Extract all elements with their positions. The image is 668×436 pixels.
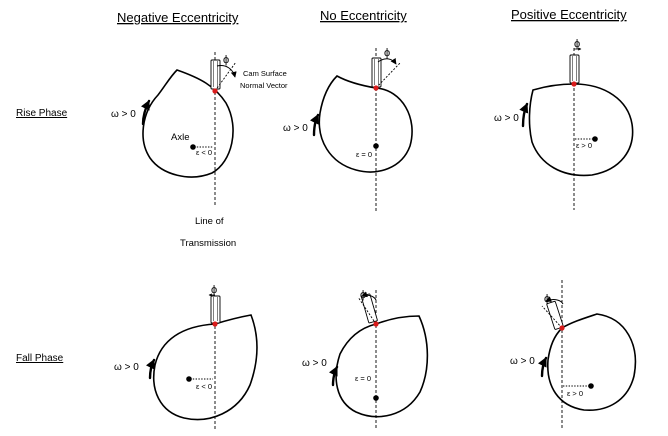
contact-point [559,325,565,331]
follower [210,59,221,90]
contact-point [212,321,218,327]
header-positive-eccentricity: Positive Eccentricity [511,7,627,22]
rotation-arrow [328,365,339,387]
contact-point [212,88,218,94]
cam-profile [528,83,634,177]
cam-surface-label: Cam Surface [243,69,287,78]
rotation-arrow [309,113,320,137]
cam-profile [142,69,234,178]
phi-arc-arrow [216,65,237,78]
eccentricity-label: ε < 0 [196,382,212,391]
row-label-fall-phase: Fall Phase [16,353,64,364]
axle-label: Axle [171,132,189,143]
fall-negative-diagram: ϕ ε < 0 ω > 0 [114,284,258,430]
axle-dot [588,383,594,389]
phi-label: ϕ [384,47,390,59]
fall-none-diagram: ϕ ε = 0 ω > 0 [302,289,429,430]
phi-label: ϕ [544,293,550,305]
phi-label: ϕ [211,284,217,296]
cam-profile [335,315,429,418]
omega-label: ω > 0 [302,358,327,369]
contact-point [373,85,379,91]
omega-label: ω > 0 [510,356,535,367]
normal-vector-label: Normal Vector [240,81,288,90]
header-no-eccentricity: No Eccentricity [320,8,407,23]
axle-dot [373,395,379,401]
phi-arc-arrow [545,296,564,305]
eccentricity-label: ε = 0 [355,374,371,383]
rotation-arrow [145,358,156,380]
follower [210,295,221,324]
contact-point [373,321,379,327]
follower [371,57,382,88]
rotation-arrow [519,102,529,128]
phi-label: ϕ [574,38,580,50]
normal-vector [357,296,377,325]
normal-vector [541,305,563,329]
follower [546,300,564,330]
omega-label: ω > 0 [111,109,136,120]
axle-dot [190,144,196,150]
normal-vector [214,61,237,92]
fall-positive-diagram: ϕ ε > 0 ω > 0 [510,280,637,430]
axle-dot [373,143,379,149]
cam-profile [153,314,258,421]
rise-positive-diagram: ϕ ε > 0 ω > 0 [494,38,634,210]
line-of-label: Line of [195,216,224,227]
eccentricity-label: ε < 0 [196,148,212,157]
phi-label: ϕ [223,54,229,66]
rise-none-diagram: ϕ ε = 0 ω > 0 [283,47,413,212]
axle-dot [592,136,598,142]
omega-label: ω > 0 [494,113,519,124]
phi-label: ϕ [360,289,366,301]
eccentricity-label: ε > 0 [567,389,583,398]
normal-vector [375,62,401,89]
row-label-rise-phase: Rise Phase [16,108,68,119]
contact-point [571,81,577,87]
transmission-label: Transmission [180,238,236,249]
eccentricity-label: ε > 0 [576,141,592,150]
eccentricity-label: ε = 0 [356,150,372,159]
rise-negative-diagram: ϕ ε < 0 Axle Cam Surface Normal Vector L… [111,52,288,249]
omega-label: ω > 0 [114,362,139,373]
rotation-arrow [537,356,548,378]
axle-dot [186,376,192,382]
omega-label: ω > 0 [283,123,308,134]
cam-profile [547,313,637,411]
follower [569,54,580,84]
phi-arc-arrow [377,57,397,65]
rotation-arrow [140,99,151,126]
header-negative-eccentricity: Negative Eccentricity [117,10,239,25]
phi-arc-arrow [361,291,377,301]
